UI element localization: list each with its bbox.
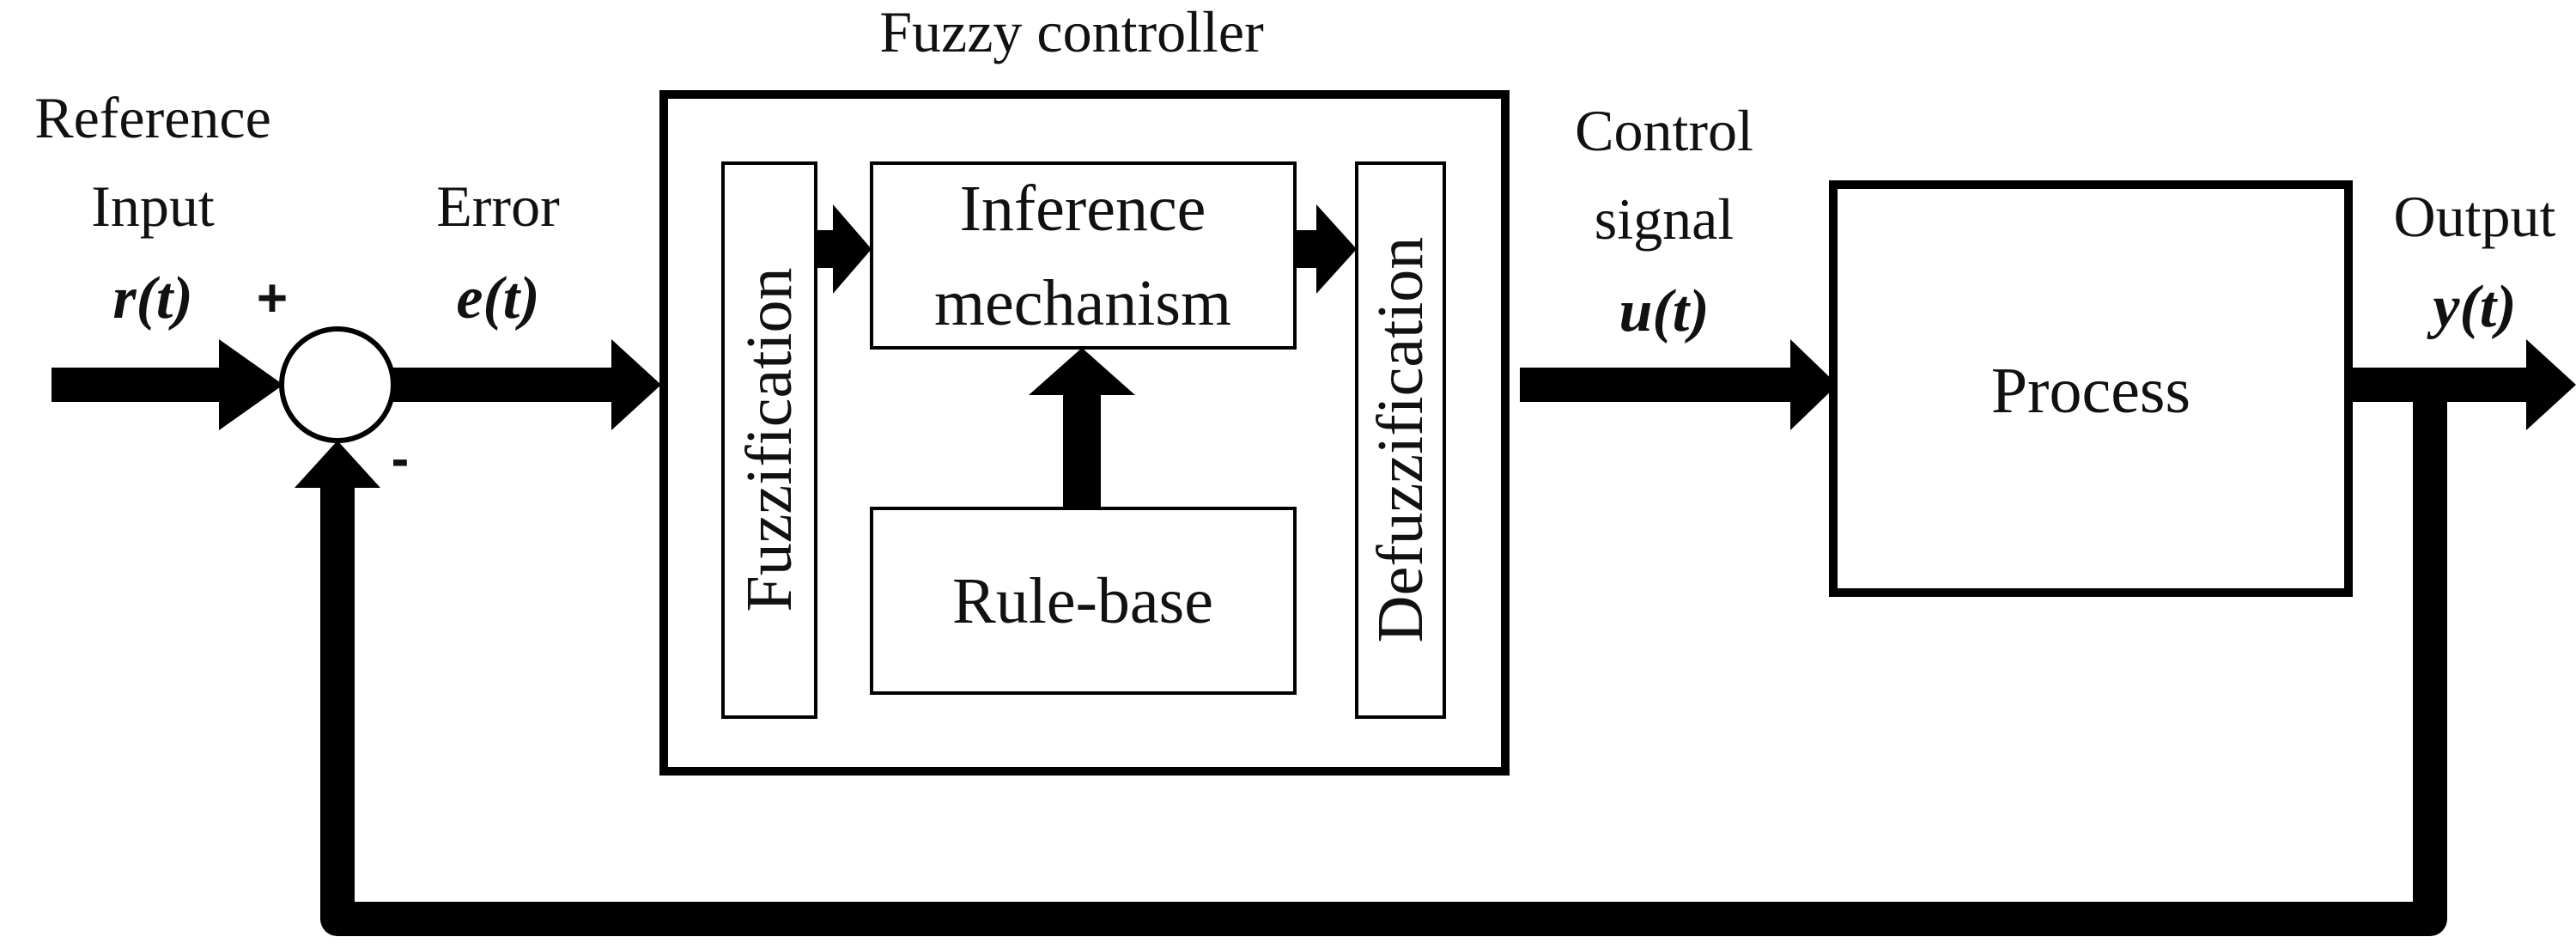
inference-to-defuzzification-arrow bbox=[1295, 204, 1357, 294]
inference-label-line1: Inference bbox=[960, 173, 1206, 245]
process-label: Process bbox=[1991, 355, 2190, 427]
defuzzification-label: Defuzzification bbox=[1364, 237, 1437, 643]
inference-label-line2: mechanism bbox=[934, 267, 1231, 339]
fuzzification-box bbox=[721, 161, 817, 719]
control-signal-label-line1: Control bbox=[1575, 98, 1753, 163]
feedback-path bbox=[320, 385, 2447, 936]
error-signal: e(t) bbox=[456, 265, 539, 332]
error-label: Error bbox=[436, 173, 560, 239]
reference-input-signal: r(t) bbox=[112, 265, 192, 332]
fuzzy-controller-box bbox=[659, 90, 1510, 776]
rule-base-to-inference-arrow bbox=[1029, 348, 1135, 508]
fuzzification-to-inference-arrow bbox=[816, 204, 872, 294]
summing-plus-sign: + bbox=[257, 269, 288, 328]
output-label: Output bbox=[2394, 184, 2556, 249]
control-signal-label-line2: signal bbox=[1595, 186, 1734, 252]
feedback-arrowhead bbox=[295, 441, 380, 488]
fuzzy-controller-title: Fuzzy controller bbox=[879, 0, 1264, 64]
rule-base-label: Rule-base bbox=[952, 565, 1213, 637]
summing-minus-sign: - bbox=[392, 429, 410, 489]
reference-input-label-line1: Reference bbox=[34, 85, 271, 150]
process-box bbox=[1829, 180, 2353, 597]
output-arrow bbox=[2353, 339, 2576, 430]
inference-mechanism-box bbox=[870, 161, 1297, 350]
fuzzification-label: Fuzzification bbox=[733, 268, 805, 612]
output-signal: y(t) bbox=[2427, 274, 2516, 340]
control-signal-signal: u(t) bbox=[1619, 278, 1710, 344]
reference-input-arrow bbox=[52, 339, 283, 430]
defuzzification-box bbox=[1355, 161, 1446, 719]
error-arrow bbox=[393, 339, 661, 430]
control-signal-arrow bbox=[1520, 339, 1838, 430]
summing-junction bbox=[279, 326, 396, 443]
reference-input-label-line2: Input bbox=[91, 173, 215, 239]
